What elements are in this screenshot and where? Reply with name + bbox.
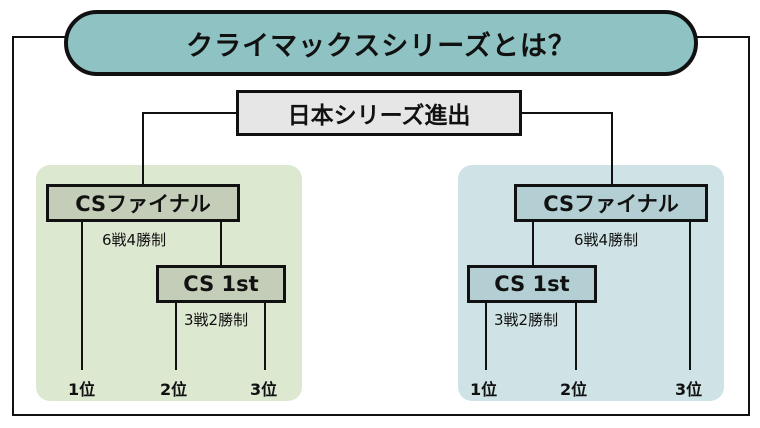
left-cs-final-box: CSファイナル xyxy=(46,184,240,222)
right-cs-first-box: CS 1st xyxy=(467,265,597,303)
right-final-format: 6戦4勝制 xyxy=(574,231,639,249)
right-rank-1: 1位 xyxy=(470,380,498,399)
diagram-title: クライマックスシリーズとは？ xyxy=(64,10,698,76)
left-final-format: 6戦4勝制 xyxy=(102,231,167,249)
right-rank-3: 3位 xyxy=(675,380,703,399)
right-rank-2: 2位 xyxy=(560,380,588,399)
right-cs-final-box: CSファイナル xyxy=(514,184,708,222)
left-rank-1: 1位 xyxy=(68,380,96,399)
left-cs-first-box: CS 1st xyxy=(156,265,286,303)
left-first-format: 3戦2勝制 xyxy=(184,311,249,329)
right-first-format: 3戦2勝制 xyxy=(494,311,559,329)
japan-series-box: 日本シリーズ進出 xyxy=(236,90,522,136)
left-rank-2: 2位 xyxy=(160,380,188,399)
left-rank-3: 3位 xyxy=(250,380,278,399)
